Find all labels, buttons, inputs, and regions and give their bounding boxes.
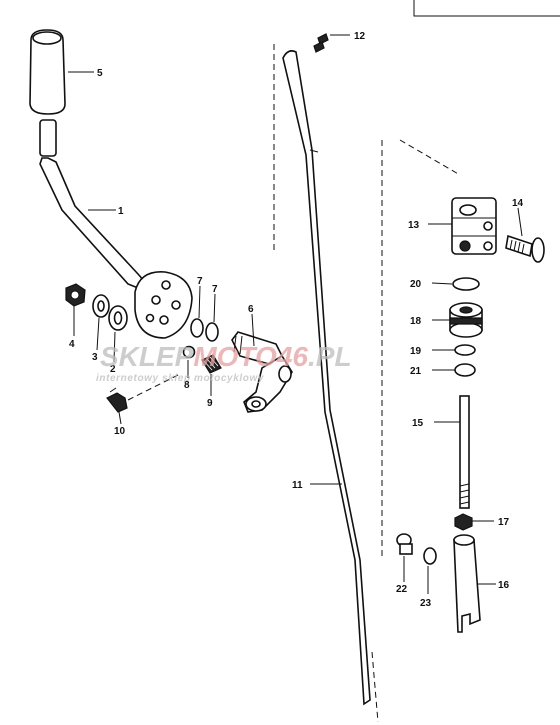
watermark-brand-num: 46 bbox=[276, 341, 309, 372]
washer-21 bbox=[454, 363, 476, 377]
watermark-brand-tld: .PL bbox=[308, 341, 352, 372]
frame-corner bbox=[413, 0, 560, 17]
shift-knob bbox=[29, 29, 66, 115]
label-22: 22 bbox=[396, 584, 408, 595]
label-11: 11 bbox=[292, 480, 303, 491]
label-20: 20 bbox=[410, 279, 422, 290]
bush-18 bbox=[449, 302, 483, 338]
svg-text:SKLEPMOTO46.PL: SKLEPMOTO46.PL bbox=[100, 341, 352, 372]
label-13: 13 bbox=[408, 220, 420, 231]
watermark-tagline: internetowy sklep motocyklowy bbox=[96, 373, 264, 384]
label-15: 15 bbox=[412, 418, 424, 429]
bolt-10 bbox=[106, 387, 128, 413]
washer-23 bbox=[423, 547, 437, 565]
watermark-brand-mid: MOTO bbox=[193, 341, 277, 372]
shift-lever bbox=[39, 119, 193, 339]
label-1: 1 bbox=[118, 206, 124, 217]
label-9: 9 bbox=[207, 398, 213, 409]
label-12: 12 bbox=[354, 31, 366, 42]
label-21: 21 bbox=[410, 366, 422, 377]
label-5: 5 bbox=[97, 68, 103, 79]
label-3: 3 bbox=[92, 352, 98, 363]
rod-15 bbox=[459, 395, 470, 509]
shift-shaft-6 bbox=[231, 331, 293, 413]
label-17: 17 bbox=[498, 517, 510, 528]
label-7b: 7 bbox=[212, 284, 218, 295]
label-23: 23 bbox=[420, 598, 432, 609]
sleeve-16 bbox=[453, 534, 481, 633]
washer-20 bbox=[452, 277, 480, 291]
label-8: 8 bbox=[184, 380, 190, 391]
washer-19 bbox=[454, 344, 476, 356]
bolt-22 bbox=[396, 533, 413, 555]
label-10: 10 bbox=[114, 426, 126, 437]
watermark: SKLEPMOTO46.PL internetowy sklep motocyk… bbox=[96, 341, 352, 384]
label-2: 2 bbox=[110, 364, 116, 375]
nut-17 bbox=[454, 513, 473, 531]
label-4: 4 bbox=[69, 339, 75, 350]
label-19: 19 bbox=[410, 346, 422, 357]
label-14: 14 bbox=[512, 198, 524, 209]
o-ring-7a bbox=[190, 318, 204, 338]
leader-lines bbox=[68, 34, 523, 594]
clamp-13 bbox=[451, 197, 497, 255]
bolt-14 bbox=[505, 234, 545, 263]
o-ring-7b bbox=[205, 322, 219, 342]
label-18: 18 bbox=[410, 316, 422, 327]
label-16: 16 bbox=[498, 580, 510, 591]
watermark-brand-left: SKLEP bbox=[100, 341, 194, 372]
clip-12 bbox=[313, 33, 329, 53]
spring-9 bbox=[201, 354, 222, 374]
shift-rod-11 bbox=[282, 50, 371, 706]
label-6: 6 bbox=[248, 304, 254, 315]
nut-4 bbox=[65, 283, 86, 307]
label-7a: 7 bbox=[197, 276, 203, 287]
ball-8 bbox=[182, 345, 196, 359]
